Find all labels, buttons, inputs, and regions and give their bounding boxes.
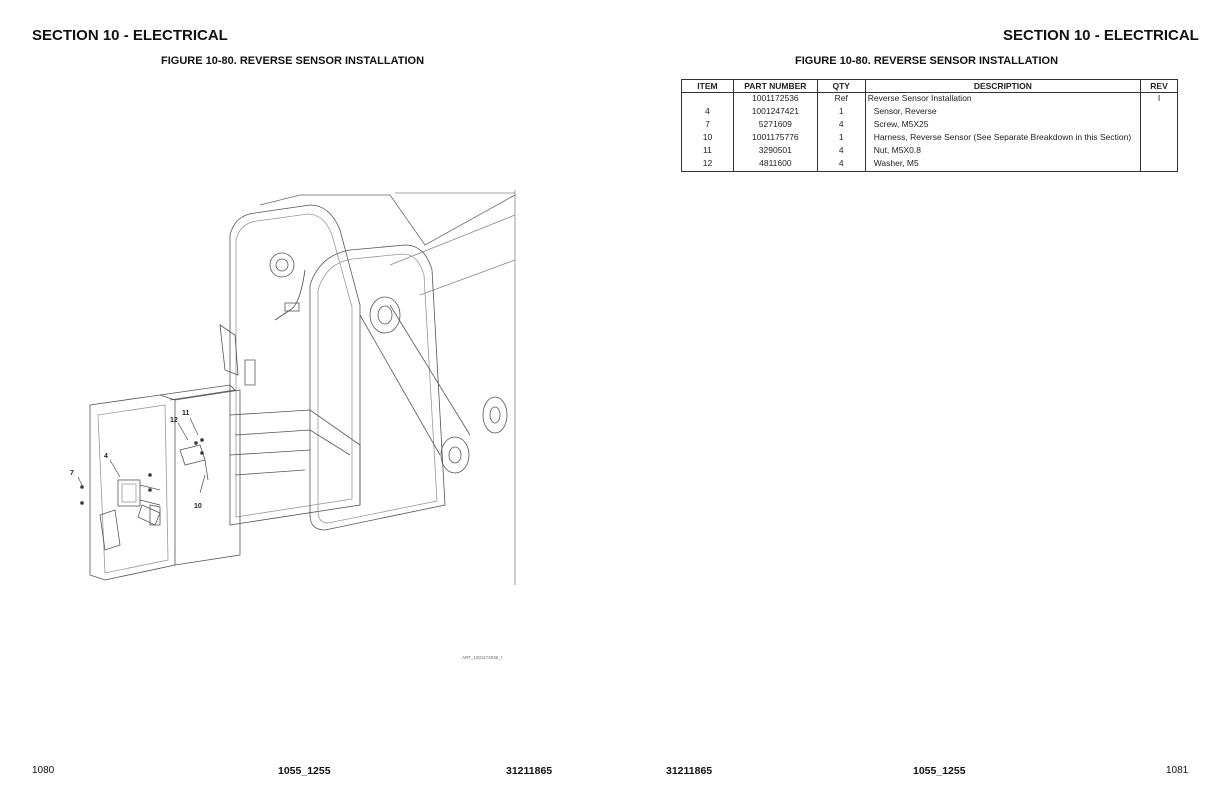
cell-part-number: 3290501 (732, 145, 818, 158)
cell-item: 7 (681, 119, 734, 132)
left-page-number: 1080 (32, 765, 55, 776)
cell-rev: I (1140, 92, 1178, 106)
art-id: ART_1001172536_I (462, 655, 502, 660)
table-row: 11 3290501 4 Nut, M5X0.8 (681, 145, 1178, 158)
left-doc-number: 31211865 (506, 765, 553, 777)
cell-description: Reverse Sensor Installation (864, 92, 1142, 106)
parts-table: ITEM PART NUMBER QTY DESCRIPTION REV 100… (681, 79, 1178, 172)
header-qty: QTY (816, 79, 866, 93)
callout-11: 11 (182, 410, 190, 417)
cell-part-number: 1001247421 (732, 106, 818, 119)
table-row: 1001172536 Ref Reverse Sensor Installati… (681, 92, 1178, 106)
header-description: DESCRIPTION (864, 79, 1142, 93)
cell-rev (1140, 119, 1178, 132)
cell-item: 12 (681, 158, 734, 172)
reverse-sensor-installation-drawing: 11 12 4 7 10 (70, 190, 516, 585)
cell-description: Nut, M5X0.8 (873, 145, 921, 155)
cell-description: Sensor, Reverse (873, 106, 937, 116)
cell-rev (1140, 158, 1178, 172)
cell-description: Screw, M5X25 (873, 119, 929, 129)
left-section-title: SECTION 10 - ELECTRICAL (32, 27, 228, 44)
left-model: 1055_1255 (278, 765, 331, 777)
left-figure-title: FIGURE 10-80. REVERSE SENSOR INSTALLATIO… (161, 55, 425, 67)
cell-rev (1140, 132, 1178, 145)
right-section-title: SECTION 10 - ELECTRICAL (1003, 27, 1199, 44)
cell-qty: 4 (816, 119, 866, 132)
cell-description: Harness, Reverse Sensor (See Separate Br… (873, 132, 1132, 142)
table-row: 4 1001247421 1 Sensor, Reverse (681, 106, 1178, 119)
header-rev: REV (1140, 79, 1178, 93)
cell-part-number: 5271609 (732, 119, 818, 132)
cell-part-number: 4811600 (732, 158, 818, 172)
cell-qty: Ref (816, 92, 866, 106)
cell-item: 11 (681, 145, 734, 158)
cell-qty: 1 (816, 106, 866, 119)
right-page-number: 1081 (1166, 765, 1189, 776)
header-item: ITEM (681, 79, 734, 93)
cell-rev (1140, 145, 1178, 158)
table-row: 7 5271609 4 Screw, M5X25 (681, 119, 1178, 132)
callout-4: 4 (104, 453, 108, 460)
cell-part-number: 1001172536 (732, 92, 818, 106)
callout-12: 12 (170, 417, 178, 424)
callout-10: 10 (194, 503, 202, 510)
table-row: 12 4811600 4 Washer, M5 (681, 158, 1178, 172)
cell-description: Washer, M5 (873, 158, 919, 168)
cell-item (681, 92, 734, 106)
header-part-number: PART NUMBER (732, 79, 818, 93)
cell-item: 4 (681, 106, 734, 119)
right-figure-title: FIGURE 10-80. REVERSE SENSOR INSTALLATIO… (795, 55, 1059, 67)
cell-part-number: 1001175776 (732, 132, 818, 145)
table-row: 10 1001175776 1 Harness, Reverse Sensor … (681, 132, 1178, 145)
parts-table-header: ITEM PART NUMBER QTY DESCRIPTION REV (681, 79, 1178, 93)
cell-qty: 4 (816, 158, 866, 172)
right-model: 1055_1255 (913, 765, 966, 777)
cell-qty: 4 (816, 145, 866, 158)
callout-7: 7 (70, 470, 74, 477)
cell-rev (1140, 106, 1178, 119)
right-doc-number: 31211865 (666, 765, 713, 777)
cell-item: 10 (681, 132, 734, 145)
cell-qty: 1 (816, 132, 866, 145)
